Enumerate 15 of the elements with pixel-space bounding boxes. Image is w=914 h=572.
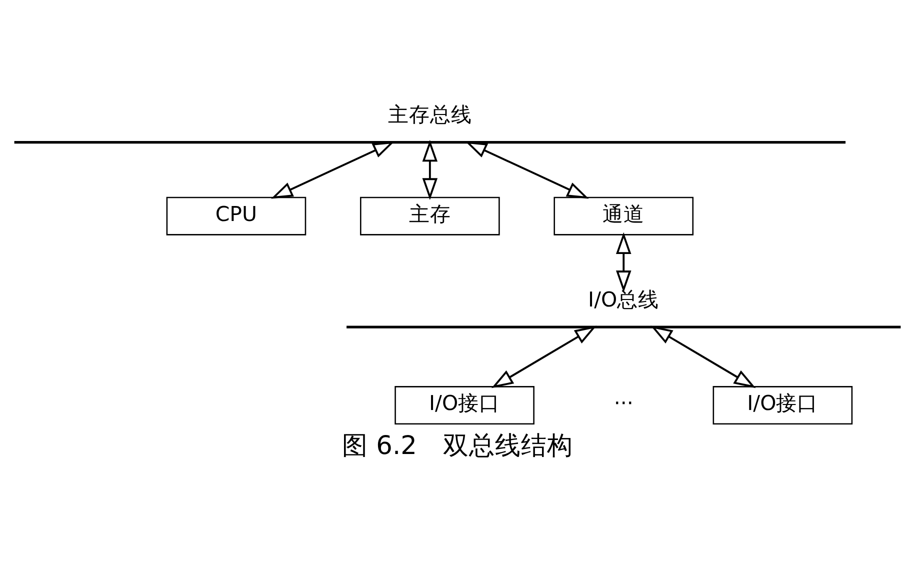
arrow [615,232,631,292]
label: ··· [613,391,633,416]
arrow [270,141,394,199]
node-box: CPU [166,196,306,236]
caption: 图 6.2 双总线结构 [342,431,572,462]
node-text: 主存总线 [387,102,472,127]
arrow [422,140,438,200]
node-box: I/O接口 [394,386,534,425]
node-box: 通道 [553,196,694,236]
node-box: I/O接口 [712,386,852,425]
node-text: I/O总线 [588,287,659,312]
node-box: 主存 [360,196,500,236]
arrow [490,326,596,388]
arrow [650,326,756,388]
arrow [464,141,588,199]
